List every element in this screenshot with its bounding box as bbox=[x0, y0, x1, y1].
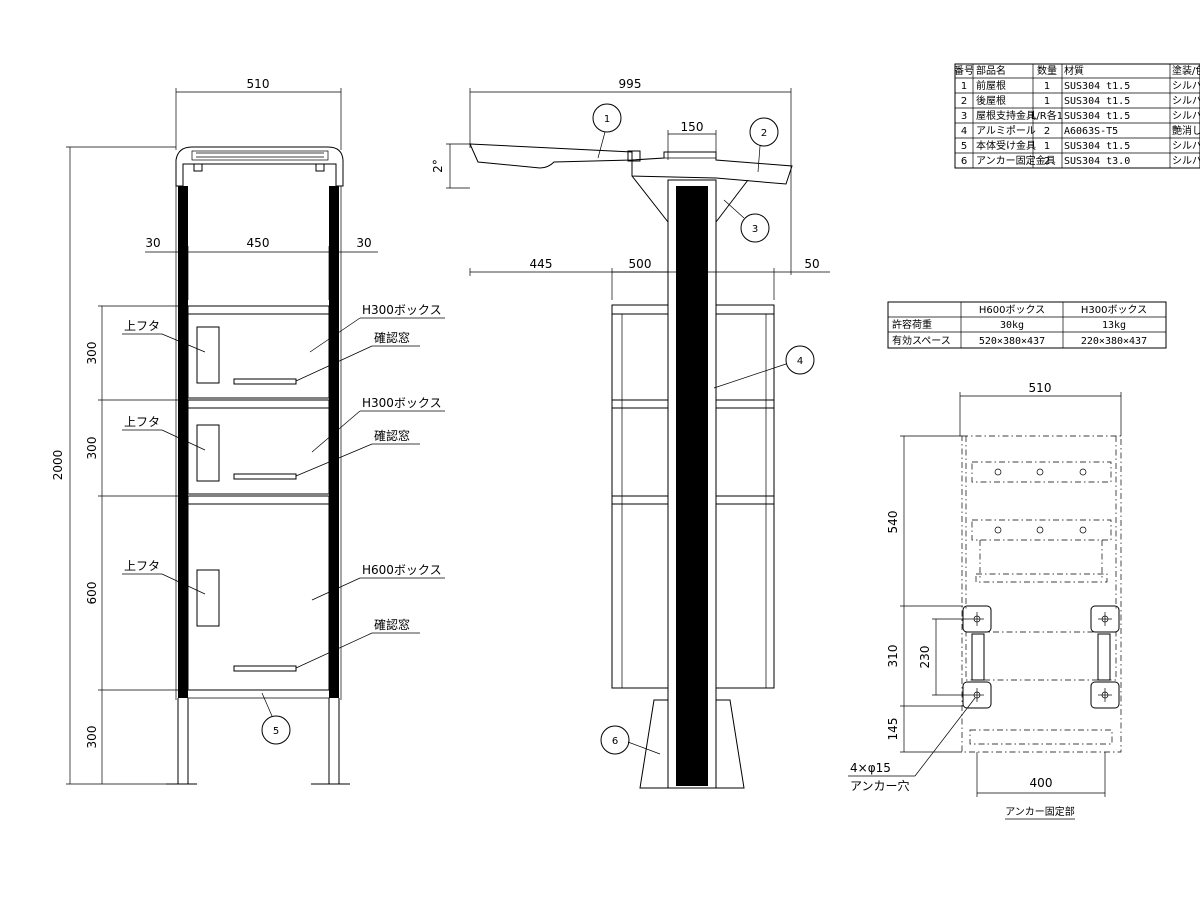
dim-side-mid: 500 bbox=[629, 257, 652, 271]
parts-cell-r3-c4: SUS304 t1.5 bbox=[1064, 111, 1130, 122]
parts-cell-r6-c1: 6 bbox=[961, 156, 967, 167]
parts-header-3: 数量 bbox=[1037, 64, 1057, 77]
parts-cell-r2-c1: 2 bbox=[961, 96, 967, 107]
parts-cell-r4-c1: 4 bbox=[961, 126, 967, 137]
angle-label: 2° bbox=[431, 159, 445, 173]
parts-cell-r4-c5: 艶消しシルバー bbox=[1172, 124, 1200, 137]
parts-header-2: 部品名 bbox=[976, 64, 1006, 77]
anchor-note-1: 4×φ15 bbox=[850, 761, 891, 775]
spec-header-h300: H300ボックス bbox=[1081, 304, 1147, 316]
parts-cell-r5-c1: 5 bbox=[961, 141, 967, 152]
dim-seg-4: 300 bbox=[85, 726, 99, 749]
parts-cell-r3-c5: シルバー bbox=[1172, 110, 1200, 122]
dim-pole: 150 bbox=[681, 120, 704, 134]
dim-seg-3: 600 bbox=[85, 582, 99, 605]
label-box-h600: H600ボックス bbox=[362, 563, 442, 577]
label-box-h300-2: H300ボックス bbox=[362, 396, 442, 410]
parts-cell-r2-c3: 1 bbox=[1044, 96, 1050, 107]
spec-row-2-h300: 220×380×437 bbox=[1081, 336, 1147, 347]
parts-cell-r2-c5: シルバー bbox=[1172, 95, 1200, 107]
spec-row-2-label: 有効スペース bbox=[892, 334, 951, 347]
parts-cell-r2-c4: SUS304 t1.5 bbox=[1064, 96, 1130, 107]
plan-view: 510 bbox=[848, 381, 1122, 820]
spec-row-1-h600: 30kg bbox=[1000, 320, 1024, 331]
balloon-4: 4 bbox=[797, 356, 803, 367]
balloon-6: 6 bbox=[612, 736, 618, 747]
parts-cell-r1-c5: シルバー bbox=[1172, 80, 1200, 92]
parts-cell-r3-c3: L/R各1 bbox=[1031, 109, 1063, 122]
parts-cell-r3-c1: 3 bbox=[961, 111, 967, 122]
parts-cell-r4-c3: 2 bbox=[1044, 126, 1050, 137]
parts-header-5: 塗装/色 bbox=[1172, 64, 1200, 77]
label-window-2: 確認窓 bbox=[374, 428, 410, 443]
parts-cell-r6-c4: SUS304 t3.0 bbox=[1064, 156, 1130, 167]
parts-cell-r1-c3: 1 bbox=[1044, 81, 1050, 92]
anchor-note-2: アンカー穴 bbox=[850, 778, 910, 793]
dim-145: 145 bbox=[886, 718, 900, 741]
balloon-1: 1 bbox=[604, 114, 610, 125]
spec-row-2-h600: 520×380×437 bbox=[979, 336, 1045, 347]
dim-side-total: 995 bbox=[619, 77, 642, 91]
dim-left-wall: 30 bbox=[145, 236, 160, 250]
front-view: 510 30 450 30 bbox=[51, 77, 445, 785]
dim-230: 230 bbox=[918, 646, 932, 669]
parts-header-1: 番号 bbox=[954, 65, 974, 77]
balloon-5: 5 bbox=[273, 726, 279, 737]
parts-cell-r6-c2: アンカー固定金具 bbox=[976, 154, 1056, 167]
spec-row-1-h300: 13kg bbox=[1102, 320, 1126, 331]
dim-plan-width: 510 bbox=[1029, 381, 1052, 395]
parts-cell-r2-c2: 後屋根 bbox=[976, 94, 1006, 107]
label-window-1: 確認窓 bbox=[374, 330, 410, 345]
parts-cell-r3-c2: 屋根支持金具 bbox=[976, 109, 1036, 122]
dim-side-right: 50 bbox=[804, 257, 819, 271]
parts-cell-r5-c2: 本体受け金具 bbox=[976, 139, 1036, 152]
dim-right-wall: 30 bbox=[356, 236, 371, 250]
parts-cell-r4-c4: A6063S-T5 bbox=[1064, 126, 1118, 137]
dim-side-left: 445 bbox=[530, 257, 553, 271]
spec-table: H600ボックス H300ボックス 許容荷重 30kg 13kg 有効スペース … bbox=[887, 301, 1167, 349]
balloon-3: 3 bbox=[752, 224, 758, 235]
parts-cell-r6-c5: シルバー bbox=[1172, 155, 1200, 167]
dim-seg-2: 300 bbox=[85, 437, 99, 460]
label-window-3: 確認窓 bbox=[374, 617, 410, 632]
parts-cell-r1-c1: 1 bbox=[961, 81, 967, 92]
side-view: 995 150 2° 445 500 50 bbox=[431, 77, 830, 789]
parts-cell-r4-c2: アルミポール bbox=[976, 125, 1036, 137]
label-lid-3: 上フタ bbox=[124, 559, 160, 573]
spec-header-h600: H600ボックス bbox=[979, 304, 1045, 316]
parts-cell-r5-c4: SUS304 t1.5 bbox=[1064, 141, 1130, 152]
dim-inner-width: 450 bbox=[247, 236, 270, 250]
spec-row-1-label: 許容荷重 bbox=[892, 318, 932, 331]
parts-cell-r1-c4: SUS304 t1.5 bbox=[1064, 81, 1130, 92]
plan-caption: アンカー固定部 bbox=[1005, 805, 1075, 818]
dim-seg-1: 300 bbox=[85, 342, 99, 365]
dim-total-height: 2000 bbox=[51, 450, 65, 481]
label-lid-1: 上フタ bbox=[124, 319, 160, 333]
parts-cell-r6-c3: 2 bbox=[1044, 156, 1050, 167]
label-box-h300-1: H300ボックス bbox=[362, 303, 442, 317]
dim-310: 310 bbox=[886, 645, 900, 668]
balloon-2: 2 bbox=[761, 128, 767, 139]
dim-front-width: 510 bbox=[247, 77, 270, 91]
dim-400: 400 bbox=[1030, 776, 1053, 790]
parts-cell-r5-c5: シルバー bbox=[1172, 140, 1200, 152]
dim-540: 540 bbox=[886, 511, 900, 534]
parts-header-4: 材質 bbox=[1064, 64, 1084, 77]
label-lid-2: 上フタ bbox=[124, 415, 160, 429]
parts-cell-r1-c2: 前屋根 bbox=[976, 79, 1006, 92]
parts-cell-r5-c3: 1 bbox=[1044, 141, 1050, 152]
